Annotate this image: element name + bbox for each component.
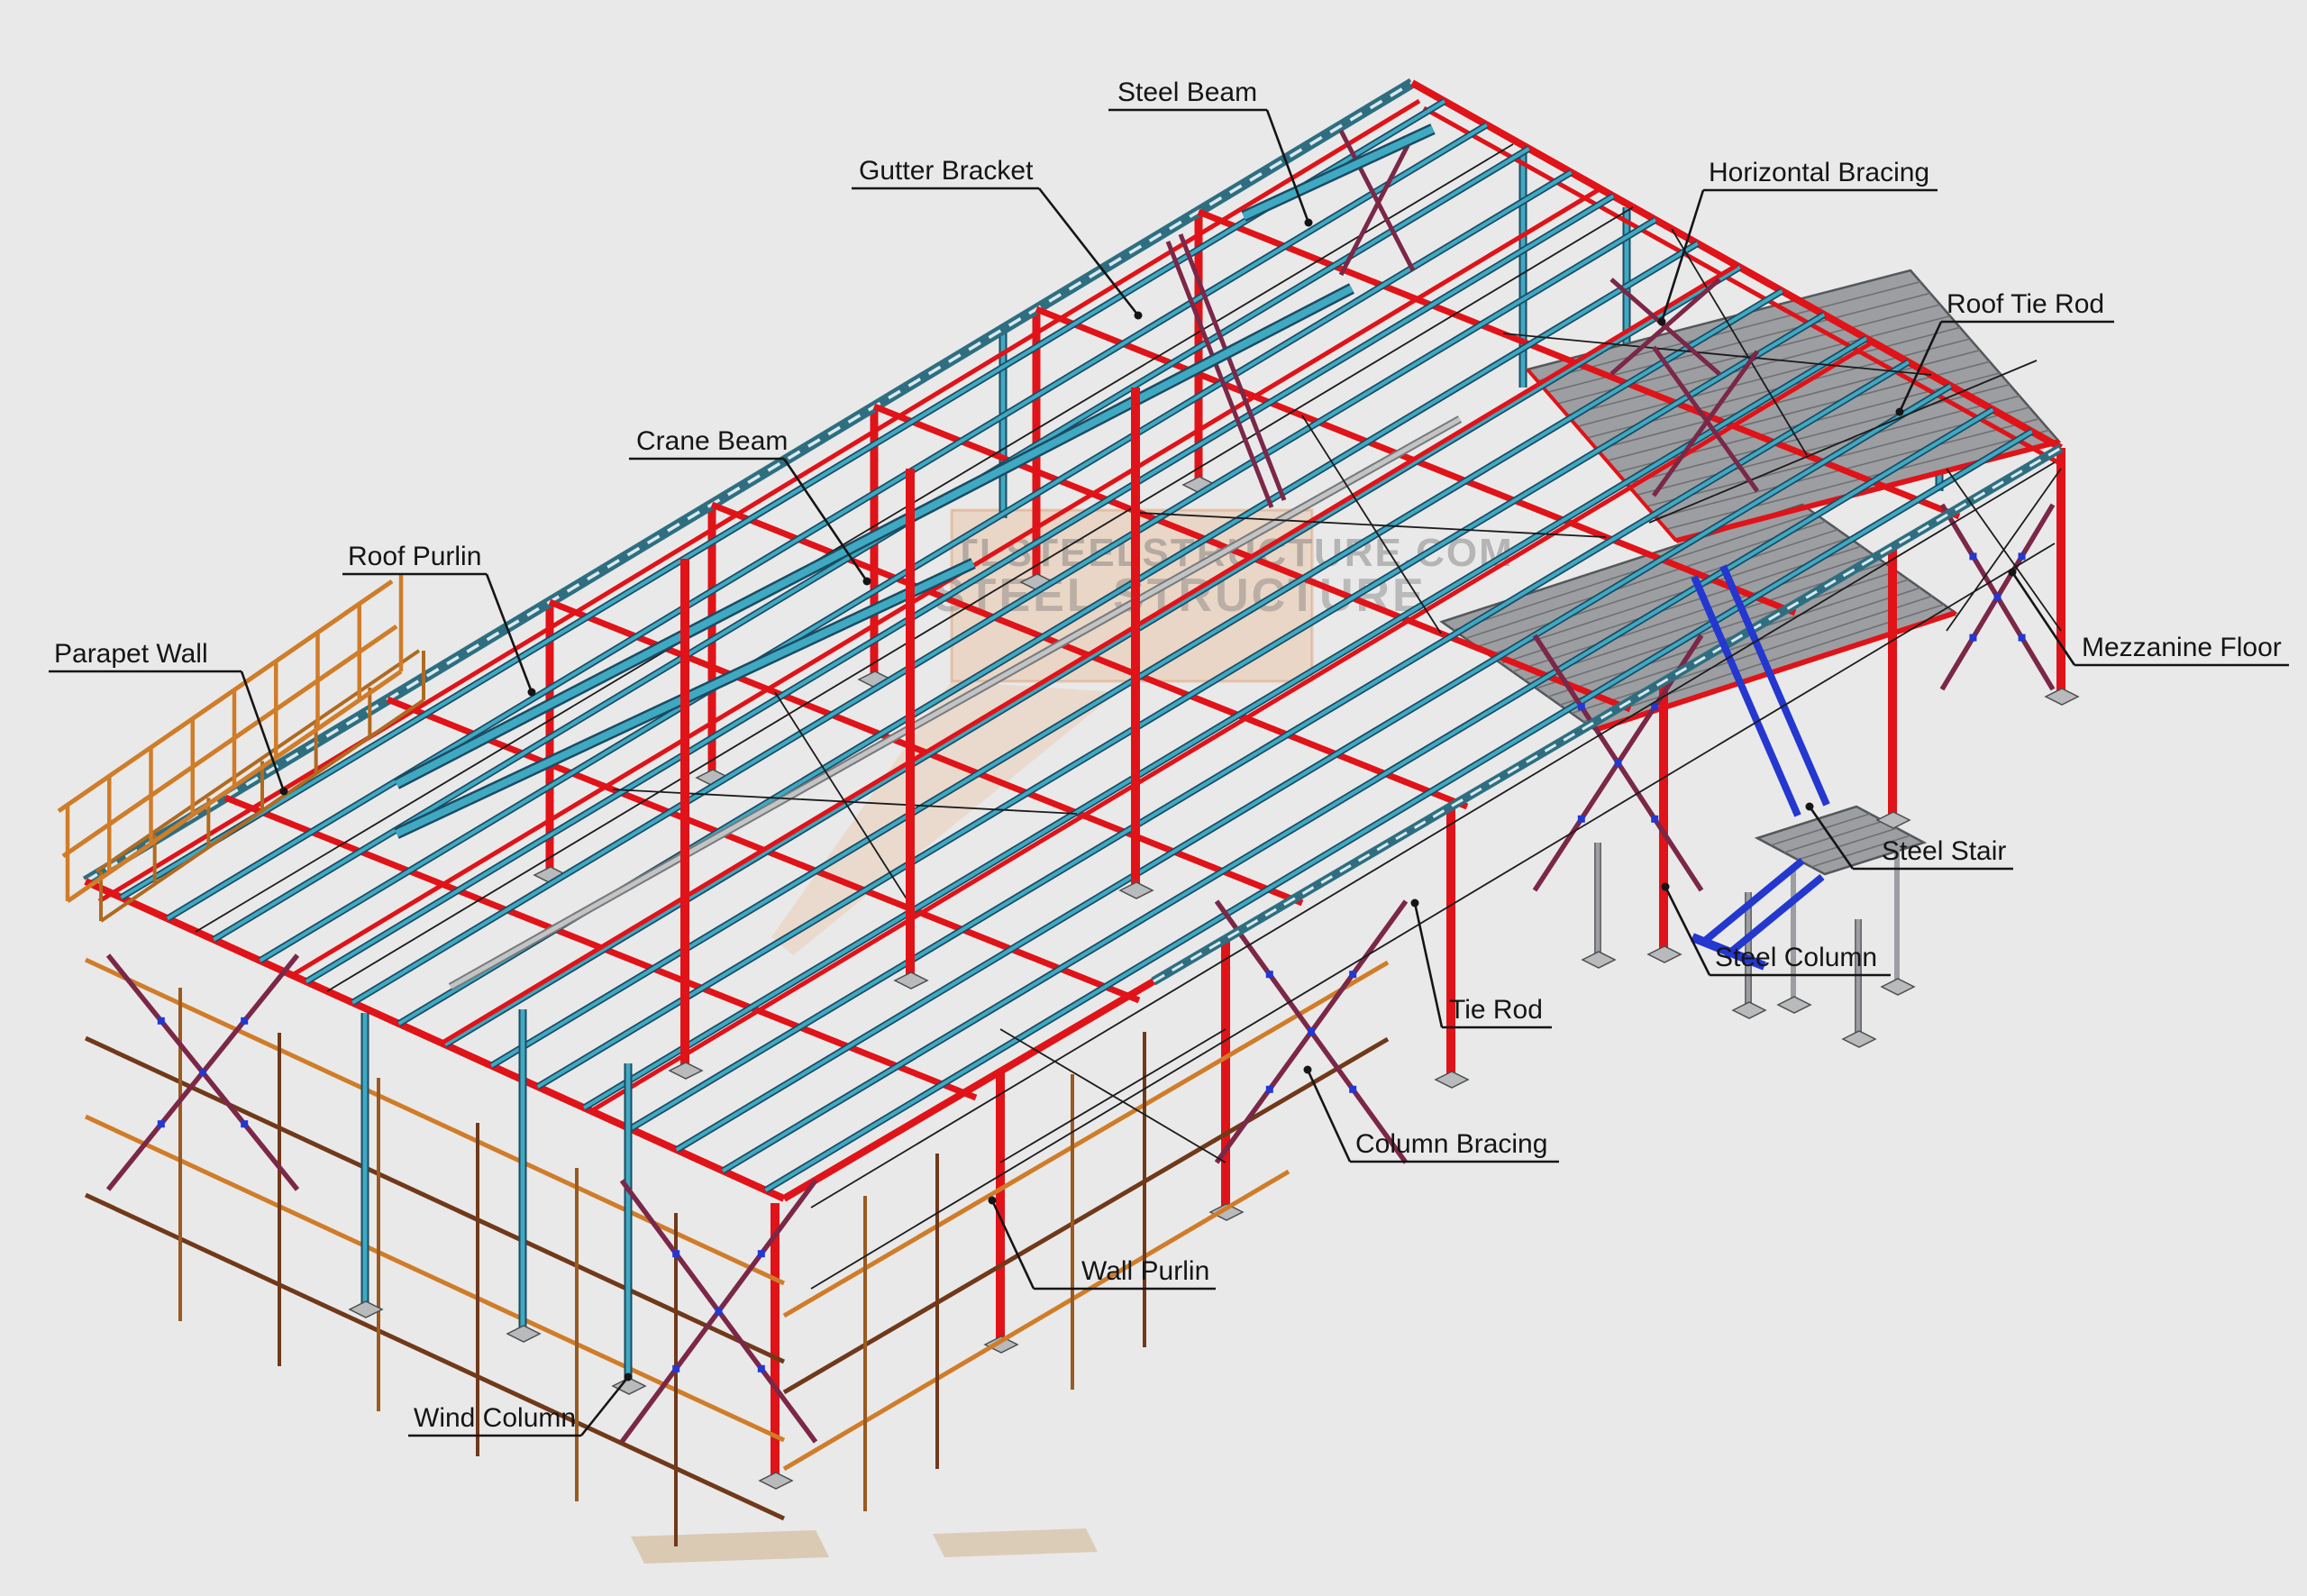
leader-line (782, 458, 869, 582)
label-text: Steel Beam (1117, 78, 1257, 107)
label-mezzanine-floor: Mezzanine Floor (2008, 568, 2289, 667)
steel-structure-drawing (57, 78, 2080, 1564)
leader-line (1808, 806, 1855, 870)
label-text: Roof Purlin (348, 542, 481, 571)
wall-studs (178, 988, 1146, 1546)
label-tie-rod: Tie Rod (1410, 898, 1552, 1029)
label-text: Wind Column (414, 1403, 576, 1433)
label-horizontal-bracing: Horizontal Bracing (1657, 158, 1938, 326)
leader-line (579, 1376, 630, 1436)
interior-columns (668, 388, 1154, 1080)
roof-purlins (119, 98, 2034, 1194)
label-text: Mezzanine Floor (2082, 633, 2282, 662)
leader-line (1660, 189, 1705, 323)
mezzanine-decks (1439, 269, 2062, 876)
label-wall-purlin: Wall Purlin (988, 1196, 1216, 1290)
label-text: Steel Stair (1882, 836, 2006, 866)
leader-line (1306, 1069, 1352, 1163)
label-text: Tie Rod (1449, 995, 1543, 1025)
leader-line (1037, 187, 1140, 316)
roof-tie-rods-and-bracing (195, 143, 2038, 992)
label-roof-tie-rod: Roof Tie Rod (1895, 289, 2114, 416)
label-gutter-bracket: Gutter Bracket (852, 156, 1143, 320)
gray-columns (1581, 843, 1877, 1048)
label-steel-stair: Steel Stair (1805, 802, 2013, 871)
label-steel-beam: Steel Beam (1108, 78, 1313, 227)
leader-line (485, 573, 533, 693)
label-parapet-wall: Parapet Wall (49, 639, 288, 796)
wall-tie-rods (810, 461, 2062, 1290)
label-text: Column Bracing (1355, 1129, 1547, 1159)
wind-columns (348, 1009, 647, 1395)
label-roof-purlin: Roof Purlin (342, 542, 536, 697)
label-text: Parapet Wall (54, 639, 208, 669)
label-text: Wall Purlin (1081, 1256, 1209, 1286)
front-gutter-beam (1151, 443, 2064, 986)
rear-gutter-beam (82, 78, 1421, 904)
label-steel-column: Steel Column (1661, 882, 1891, 977)
label-text: Steel Column (1715, 943, 1877, 972)
wall-girts (84, 957, 1390, 1521)
label-column-bracing: Column Bracing (1303, 1065, 1559, 1163)
label-crane-beam: Crane Beam (629, 426, 871, 586)
leader-line (1664, 886, 1711, 976)
steel-stair (1691, 564, 1916, 1014)
label-text: Crane Beam (636, 426, 788, 456)
label-wind-column: Wind Column (408, 1373, 633, 1437)
ground-slabs (631, 1528, 1098, 1564)
leader-line (1413, 902, 1444, 1028)
front-columns (758, 448, 2080, 1490)
roof-maroon-braces (1165, 129, 1760, 508)
leader-line (1265, 109, 1310, 223)
parapet-wall (57, 575, 425, 923)
label-text: Roof Tie Rod (1947, 289, 2104, 319)
leader-line (240, 670, 286, 792)
label-text: Horizontal Bracing (1709, 158, 1929, 187)
label-text: Gutter Bracket (859, 156, 1034, 186)
leader-line (990, 1199, 1035, 1290)
leader-line (1898, 321, 1943, 413)
leader-line (2011, 571, 2076, 666)
